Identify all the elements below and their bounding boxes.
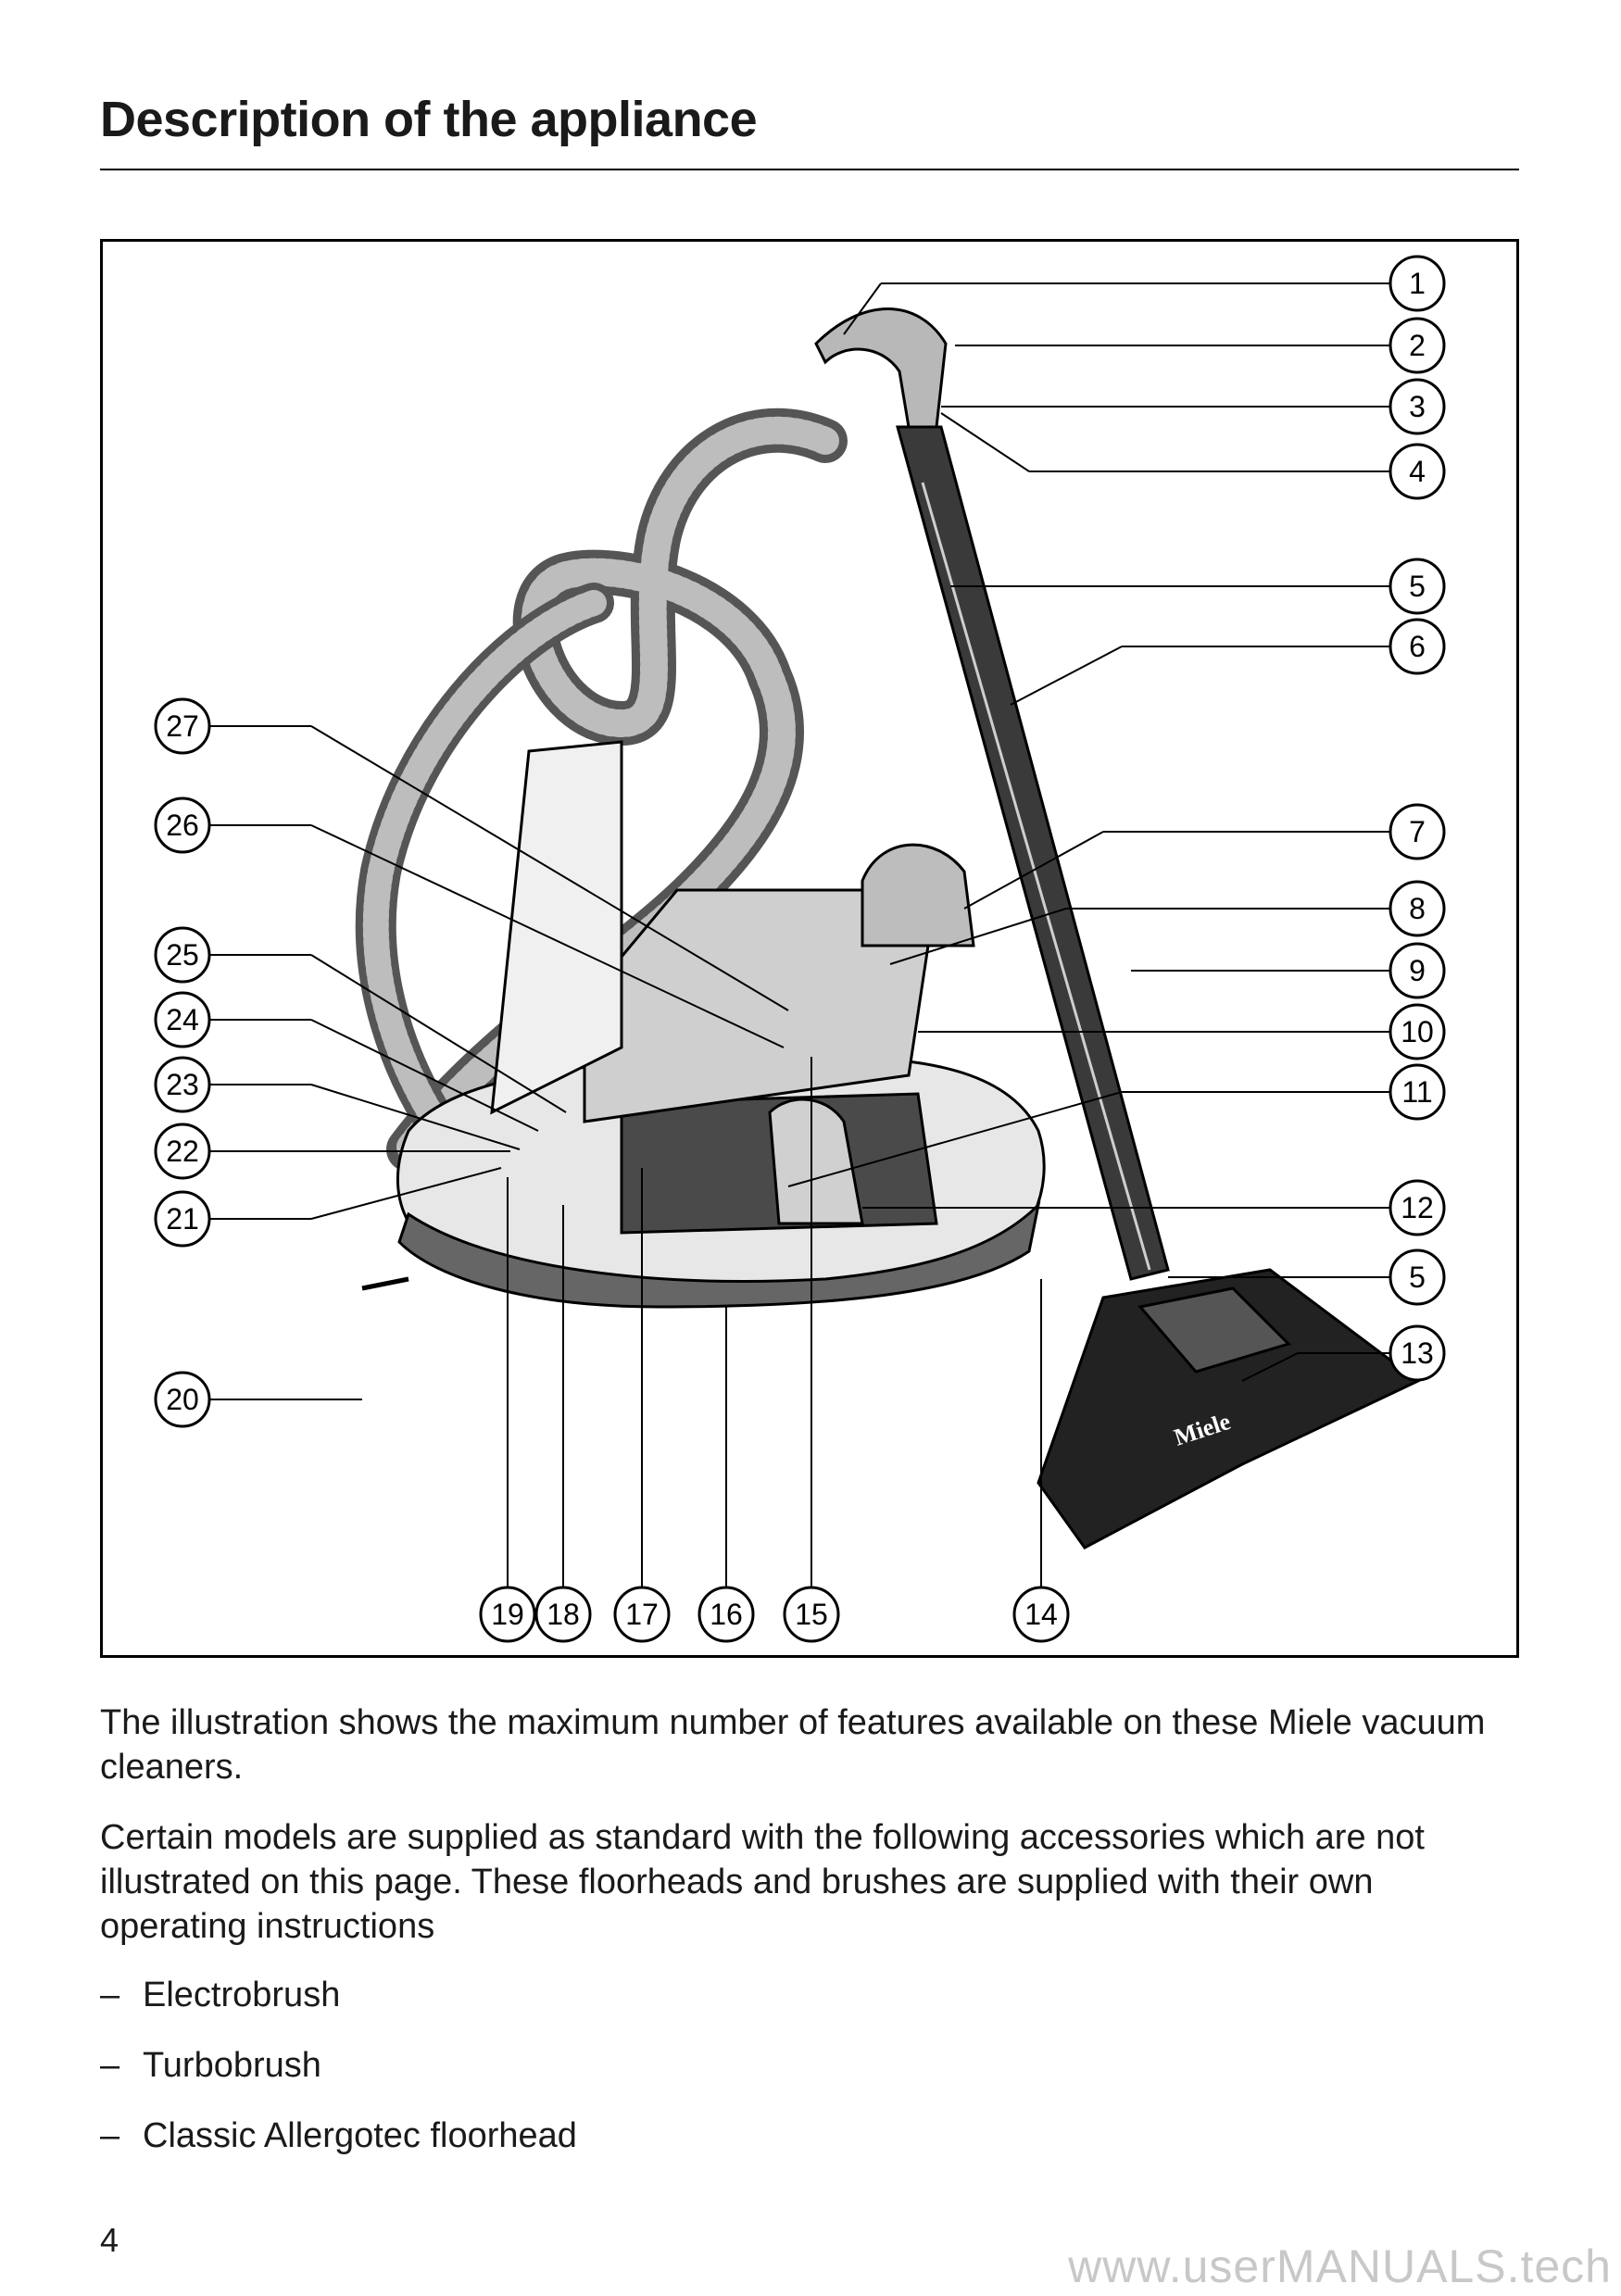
watermark: www.userMANUALS.tech — [1068, 2240, 1612, 2292]
accessories-paragraph: Certain models are supplied as standard … — [100, 1818, 1425, 1946]
callout-20: 20 — [166, 1383, 199, 1416]
callout-6: 6 — [1409, 630, 1426, 663]
telescopic-tube — [896, 425, 1170, 1281]
callout-17: 17 — [625, 1598, 659, 1631]
callout-9: 9 — [1409, 954, 1426, 987]
callout-10: 10 — [1401, 1015, 1434, 1048]
list-item: –Electrobrush — [100, 1973, 577, 2043]
callout-18: 18 — [547, 1598, 580, 1631]
list-item: –Classic Allergotec floorhead — [100, 2114, 577, 2184]
lid — [583, 888, 938, 1123]
callout-3: 3 — [1409, 390, 1426, 423]
callout-15: 15 — [795, 1598, 828, 1631]
callout-27: 27 — [166, 709, 199, 743]
callout-5: 5 — [1409, 570, 1426, 603]
power-cord — [361, 1276, 409, 1291]
callout-2: 2 — [1409, 329, 1426, 362]
callout-26: 26 — [166, 809, 199, 842]
callout-11: 11 — [1401, 1075, 1432, 1109]
accessory-turbobrush: Turbobrush — [143, 2046, 321, 2085]
list-dash: – — [100, 2116, 120, 2155]
callout-8: 8 — [1409, 892, 1426, 925]
accessories-list: –Electrobrush –Turbobrush –Classic Aller… — [100, 1973, 577, 2184]
callout-24: 24 — [166, 1003, 199, 1036]
callout-23: 23 — [166, 1068, 199, 1101]
callout-19: 19 — [491, 1598, 524, 1631]
appliance-illustration: Miele — [100, 239, 1519, 1658]
callout-13: 13 — [1401, 1336, 1434, 1370]
list-dash: – — [100, 2046, 120, 2085]
accessory-electrobrush: Electrobrush — [143, 1976, 341, 2014]
callout-12: 12 — [1401, 1191, 1434, 1224]
page-number: 4 — [100, 2221, 119, 2259]
callout-7: 7 — [1409, 815, 1426, 848]
callout-14: 14 — [1024, 1598, 1058, 1631]
callout-5b: 5 — [1409, 1261, 1426, 1294]
floorhead — [1037, 1268, 1421, 1549]
list-item: –Turbobrush — [100, 2043, 577, 2114]
callout-16: 16 — [710, 1598, 743, 1631]
list-dash: – — [100, 1976, 120, 2014]
vacuum-cleaner-drawing: Miele — [154, 255, 1446, 1643]
callout-1: 1 — [1409, 267, 1426, 300]
callout-22: 22 — [166, 1135, 199, 1168]
handle — [814, 307, 948, 429]
callout-21: 21 — [166, 1202, 199, 1236]
callout-4: 4 — [1409, 455, 1426, 488]
accessory-allergotec-floorhead: Classic Allergotec floorhead — [143, 2116, 577, 2155]
intro-paragraph: The illustration shows the maximum numbe… — [100, 1703, 1486, 1787]
title-rule — [100, 169, 1519, 170]
page-title: Description of the appliance — [100, 92, 758, 147]
callout-25: 25 — [166, 938, 199, 972]
